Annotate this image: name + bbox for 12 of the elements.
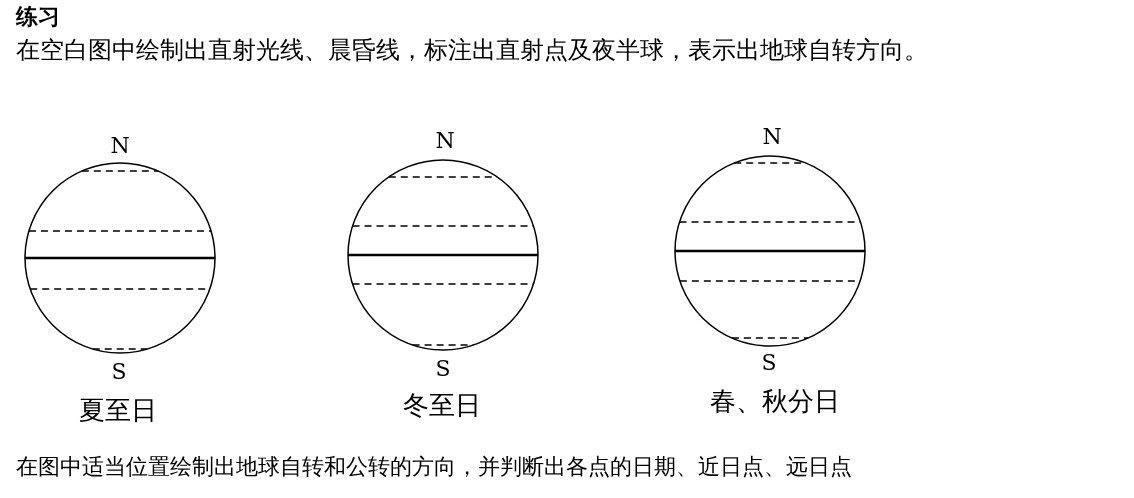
- pole-label: N: [762, 124, 782, 149]
- pole-label: N: [435, 128, 455, 153]
- globe-caption: 春、秋分日: [710, 385, 840, 418]
- instruction-text: 在空白图中绘制出直射光线、晨昏线，标注出直射点及夜半球，表示出地球自转方向。: [16, 35, 928, 66]
- globe-caption: 夏至日: [79, 394, 157, 427]
- instruction-text: 在图中适当位置绘制出地球自转和公转的方向，并判断出各点的日期、近日点、远日点: [16, 453, 852, 481]
- pole-label: S: [111, 359, 127, 384]
- globe-caption: 冬至日: [403, 389, 481, 422]
- pole-label: N: [110, 133, 130, 158]
- pole-label: S: [761, 350, 777, 375]
- pole-label: S: [435, 356, 451, 381]
- heading: 练习: [16, 2, 60, 31]
